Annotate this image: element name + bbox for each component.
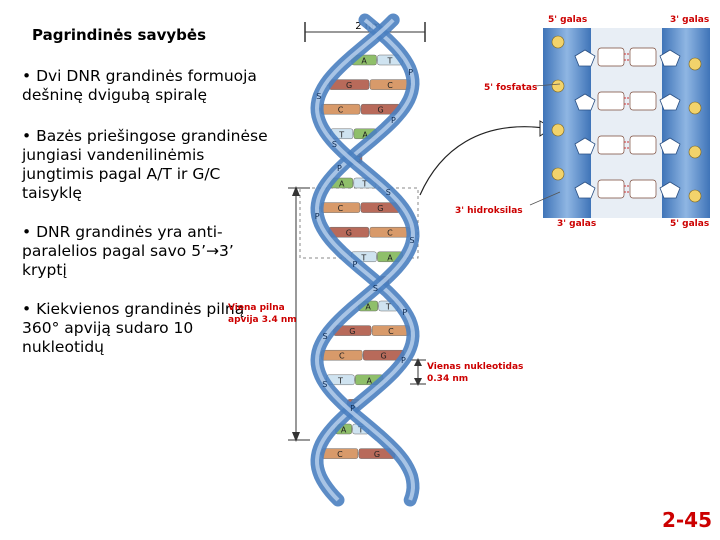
phosphate-group <box>688 189 702 203</box>
base-letter: G <box>346 229 352 238</box>
slide-title: Pagrindinės savybės <box>32 26 206 44</box>
top-left-end-label: 5' galas <box>548 15 587 25</box>
three-prime-hydroxyl-label: 3' hidroksilas <box>455 206 523 216</box>
backbone-labels: P S P S P S P S P S P S P S P <box>315 68 415 413</box>
sugar-ring <box>574 137 596 155</box>
base-letter: T <box>386 57 392 66</box>
base-letter: C <box>338 204 344 213</box>
backbone-symbol: P <box>408 68 413 77</box>
base-letter: A <box>339 180 345 189</box>
slide-number: 2-45 <box>661 508 712 532</box>
base-letter: G <box>377 106 383 115</box>
full-turn-label-1: Viena pilna <box>228 303 285 313</box>
bullet-right-handed-helix: • Dvi DNR grandinės formuoja dešninę dvi… <box>22 67 257 104</box>
hydroxyl-pointer <box>529 191 561 206</box>
base-letter: C <box>339 352 345 361</box>
nucleotide-dimension: Vienas nukleotidas 0.34 nm <box>410 358 523 386</box>
base-letter: A <box>341 426 347 435</box>
base-ring <box>597 135 625 155</box>
backbone-symbol: P <box>352 260 357 269</box>
sugar-ring <box>659 181 681 199</box>
base-ring <box>629 135 657 155</box>
base-letter: T <box>338 130 344 139</box>
phosphate-group <box>551 123 565 137</box>
sugar-ring <box>574 93 596 111</box>
sugar-ring <box>659 49 681 67</box>
molecular-detail-panel: 5' galas 3' galas 3' galas 5' galas <box>543 15 710 229</box>
strand-two-highlight <box>314 18 416 501</box>
base-ring <box>629 179 657 199</box>
backbone-symbol: P <box>401 356 406 365</box>
base-ring <box>629 47 657 67</box>
phosphate-group <box>551 167 565 181</box>
phosphate-group <box>688 101 702 115</box>
base-letter: T <box>360 253 366 262</box>
backbone-symbol: P <box>402 308 407 317</box>
base-letter: G <box>374 450 380 459</box>
base-letter: G <box>381 352 387 361</box>
sugar-ring <box>574 49 596 67</box>
bullet-antiparallel: • DNR grandinės yra anti-paralelios paga… <box>22 223 234 279</box>
base-letter: T <box>337 376 343 385</box>
sugar-ring <box>659 93 681 111</box>
backbone-symbol: S <box>332 140 337 149</box>
base-letter: A <box>362 130 368 139</box>
backbone-symbol: S <box>373 284 378 293</box>
base-letter: T <box>385 303 391 312</box>
base-letter: T <box>357 426 363 435</box>
bullet-base-pairing: • Bazės priešingose grandinėse jungiasi … <box>22 127 268 202</box>
base-letter: A <box>366 376 372 385</box>
backbone-symbol: S <box>316 92 321 101</box>
phosphate-group <box>688 57 702 71</box>
sugar-ring <box>659 137 681 155</box>
full-turn-dimension: Viena pilna apvija 3.4 nm <box>228 186 310 442</box>
backbone-symbol: S <box>322 380 327 389</box>
base-letter: G <box>346 81 352 90</box>
backbone-symbol: S <box>409 236 414 245</box>
base-letter: A <box>361 57 367 66</box>
nucleotide-label-2: 0.34 nm <box>427 374 468 384</box>
full-turn-label-2: apvija 3.4 nm <box>228 315 297 325</box>
sugar-ring <box>574 181 596 199</box>
backbone-symbol: P <box>337 164 342 173</box>
base-letter: C <box>387 81 393 90</box>
backbone-symbol: S <box>322 332 327 341</box>
backbone-symbol: P <box>315 212 320 221</box>
base-letter: G <box>349 327 355 336</box>
backbone-symbol: P <box>391 116 396 125</box>
helix-strands <box>310 13 420 507</box>
base-letter: T <box>361 180 367 189</box>
phosphate-pointer <box>534 83 561 87</box>
phosphate-group <box>551 79 565 93</box>
base-letter: A <box>387 253 393 262</box>
detail-arrow <box>419 126 546 196</box>
base-letter: C <box>387 229 393 238</box>
base-letter: C <box>338 106 344 115</box>
bullet-ten-nucleotides: • Kiekvienos grandinės pilną 360° apviją… <box>22 300 245 356</box>
base-letter: C <box>388 327 394 336</box>
strand-one-highlight <box>314 18 416 502</box>
bottom-left-end-label: 3' galas <box>557 219 596 229</box>
bottom-right-end-label: 5' galas <box>670 219 709 229</box>
backbone-symbol: P <box>350 404 355 413</box>
top-right-end-label: 3' galas <box>670 15 709 25</box>
base-letter: G <box>377 204 383 213</box>
base-ring <box>629 91 657 111</box>
phosphate-group <box>551 35 565 49</box>
base-letter: C <box>337 450 343 459</box>
base-ring <box>597 91 625 111</box>
base-ring <box>597 47 625 67</box>
backbone-symbol: S <box>386 188 391 197</box>
bullet-list: • Dvi DNR grandinės formuoja dešninę dvi… <box>22 67 277 379</box>
base-letter: A <box>365 303 371 312</box>
five-prime-phosphate-label: 5' fosfatas <box>484 83 537 93</box>
nucleotide-label-1: Vienas nukleotidas <box>427 362 523 372</box>
base-ring <box>597 179 625 199</box>
phosphate-group <box>688 145 702 159</box>
